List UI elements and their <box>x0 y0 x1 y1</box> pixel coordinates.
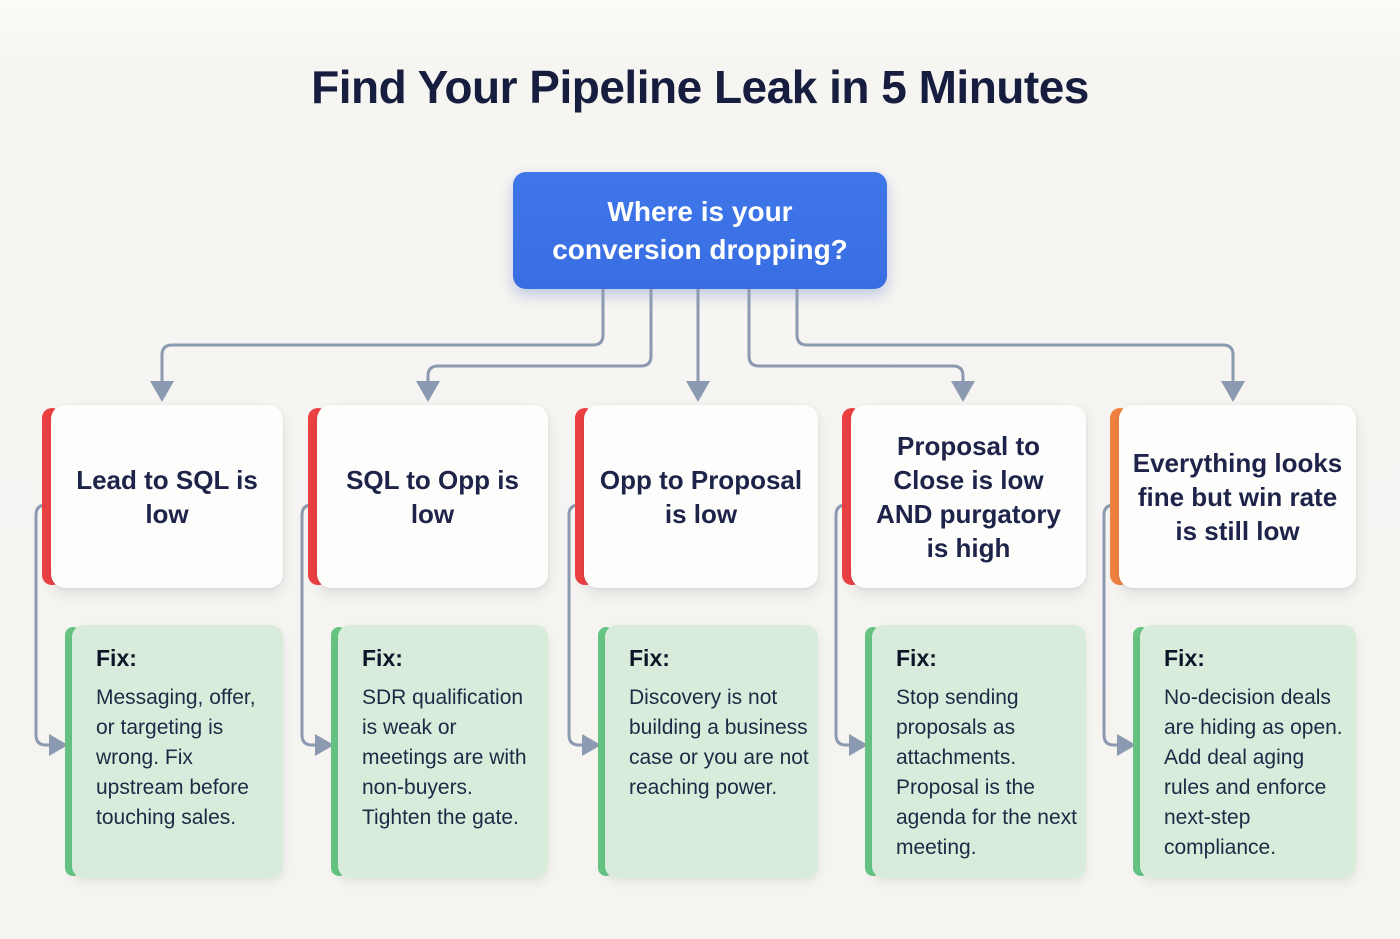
condition-label: SQL to Opp is low <box>317 405 548 588</box>
page-title: Find Your Pipeline Leak in 5 Minutes <box>311 61 1089 113</box>
branch-line-5 <box>795 289 1235 381</box>
arrow-right-icon <box>315 734 334 756</box>
fix-card-proposal-to-close: Fix: Stop sending proposals as attachmen… <box>865 625 1086 878</box>
branch-line-2 <box>426 289 653 381</box>
arrow-down-icon <box>686 381 710 402</box>
condition-card-sql-to-opp: SQL to Opp is low <box>308 405 548 588</box>
arrow-right-icon <box>49 734 68 756</box>
drop-line-2 <box>300 503 348 747</box>
root-question-label: Where is your conversion dropping? <box>552 195 848 265</box>
fix-text: Messaging, offer, or targeting is wrong.… <box>96 686 256 829</box>
condition-card-proposal-to-close: Proposal to Close is low AND purgatory i… <box>842 405 1086 588</box>
fix-label: Fix: <box>362 645 403 671</box>
branch-line-1 <box>160 289 605 381</box>
condition-card-win-rate-low: Everything looks fine but win rate is st… <box>1110 405 1356 588</box>
fix-text: Discovery is not building a business cas… <box>629 686 809 799</box>
fix-text: No-decision deals are hiding as open. Ad… <box>1164 686 1343 859</box>
arrow-down-icon <box>416 381 440 402</box>
fix-card-lead-to-sql: Fix: Messaging, offer, or targeting is w… <box>65 625 283 878</box>
fix-card-opp-to-proposal: Fix: Discovery is not building a busines… <box>598 625 818 878</box>
drop-line-3 <box>567 503 615 747</box>
condition-card-lead-to-sql: Lead to SQL is low <box>42 405 283 588</box>
condition-card-opp-to-proposal: Opp to Proposal is low <box>575 405 818 588</box>
arrow-right-icon <box>582 734 601 756</box>
fix-label: Fix: <box>96 645 137 671</box>
fix-text: Stop sending proposals as attachments. P… <box>896 686 1077 859</box>
root-question-node: Where is your conversion dropping? <box>513 172 887 289</box>
fix-label: Fix: <box>896 645 937 671</box>
fix-label: Fix: <box>629 645 670 671</box>
arrow-down-icon <box>150 381 174 402</box>
condition-label: Everything looks fine but win rate is st… <box>1119 405 1356 588</box>
arrow-right-icon <box>1117 734 1136 756</box>
fix-label: Fix: <box>1164 645 1205 671</box>
fix-text: SDR qualification is weak or meetings ar… <box>362 686 527 829</box>
fix-card-sql-to-opp: Fix: SDR qualification is weak or meetin… <box>331 625 548 878</box>
drop-line-1 <box>34 503 82 747</box>
arrow-down-icon <box>951 381 975 402</box>
arrow-down-icon <box>1221 381 1245 402</box>
condition-label: Lead to SQL is low <box>51 405 283 588</box>
fix-card-win-rate-low: Fix: No-decision deals are hiding as ope… <box>1133 625 1356 878</box>
condition-label: Proposal to Close is low AND purgatory i… <box>851 405 1086 588</box>
branch-line-4 <box>747 289 965 381</box>
drop-line-5 <box>1102 503 1150 747</box>
arrow-right-icon <box>849 734 868 756</box>
drop-line-4 <box>834 503 882 747</box>
condition-label: Opp to Proposal is low <box>584 405 818 588</box>
